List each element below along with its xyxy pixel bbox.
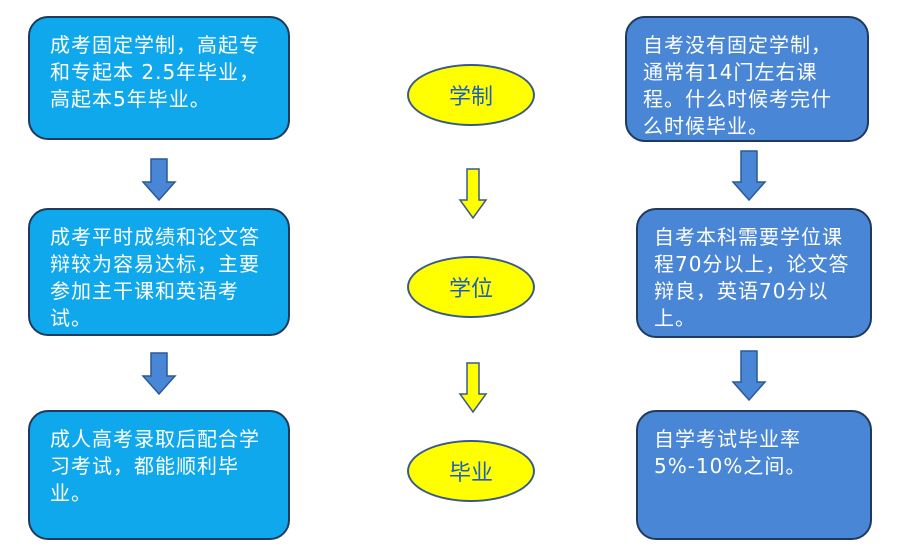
left-box-1-text: 成考固定学制，高起专和专起本 2.5年毕业， 高起本5年毕业。 — [50, 33, 261, 111]
right-box-3-text: 自学考试毕业率5%-10%之间。 — [654, 427, 807, 478]
right-box-3: 自学考试毕业率5%-10%之间。 — [636, 410, 872, 540]
center-down-arrow-2-icon — [458, 362, 488, 414]
center-down-arrow-1-icon — [458, 168, 488, 220]
left-down-arrow-1-icon — [141, 158, 177, 202]
left-down-arrow-2-icon — [141, 352, 177, 396]
ellipse-xuezhi-label: 学制 — [448, 85, 493, 110]
ellipse-biye: 毕业 — [407, 440, 535, 502]
right-down-arrow-1-icon — [731, 150, 767, 202]
ellipse-xuewei: 学位 — [407, 256, 535, 318]
right-box-2: 自考本科需要学位课程70分以上，论文答辩良，英语70分以上。 — [636, 208, 872, 338]
right-down-arrow-2-icon — [731, 350, 767, 402]
ellipse-biye-label: 毕业 — [448, 461, 493, 486]
right-box-1: 自考没有固定学制，通常有14门左右课程。什么时候考完什么时候毕业。 — [625, 16, 869, 142]
left-box-2-text: 成考平时成绩和论文答辩较为容易达标，主要参加主干课和英语考试。 — [50, 225, 260, 330]
ellipse-xuezhi: 学制 — [407, 64, 535, 126]
right-box-2-text: 自考本科需要学位课程70分以上，论文答辩良，英语70分以上。 — [654, 225, 850, 330]
right-box-1-text: 自考没有固定学制，通常有14门左右课程。什么时候考完什么时候毕业。 — [643, 33, 832, 138]
ellipse-xuewei-label: 学位 — [448, 277, 493, 302]
left-box-1: 成考固定学制，高起专和专起本 2.5年毕业， 高起本5年毕业。 — [28, 16, 290, 140]
left-box-2: 成考平时成绩和论文答辩较为容易达标，主要参加主干课和英语考试。 — [28, 208, 290, 336]
left-box-3-text: 成人高考录取后配合学习考试，都能顺利毕业。 — [50, 427, 260, 505]
left-box-3: 成人高考录取后配合学习考试，都能顺利毕业。 — [28, 410, 290, 540]
